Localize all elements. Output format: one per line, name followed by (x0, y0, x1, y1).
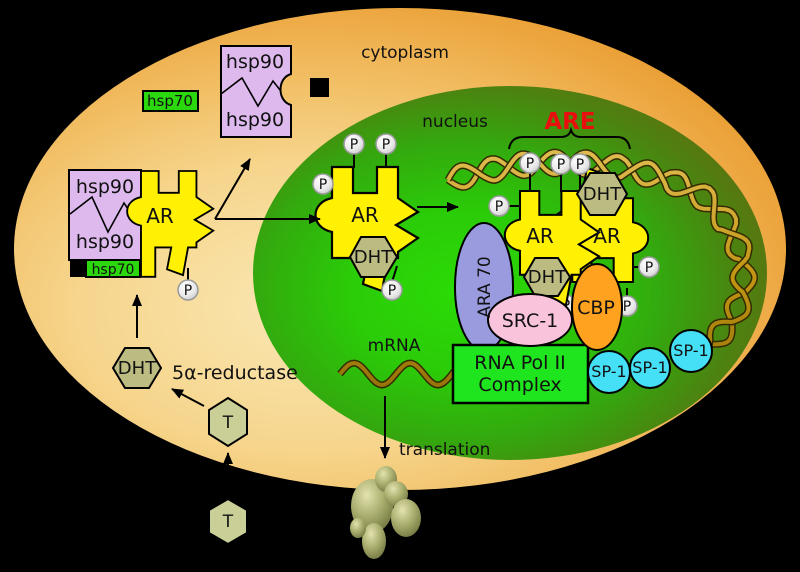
phosphate-circle (381, 279, 403, 301)
hsp70-box (142, 90, 199, 112)
hsp90-zigzag (220, 76, 281, 108)
released-hsp90: hsp90 hsp90 (220, 45, 292, 138)
phosphate-label: P (388, 283, 396, 299)
hsp90-label: hsp90 (226, 109, 284, 131)
hsp90-box (220, 45, 292, 138)
dht-label: DHT (354, 247, 393, 268)
phosphate-label: P (382, 137, 390, 153)
phosphate-circle (375, 133, 397, 155)
src1-label: SRC-1 (502, 310, 559, 332)
t-hexagon (208, 497, 248, 546)
rna-pol-label-line2: Complex (478, 374, 561, 396)
ara70-label: ARA 70 (475, 256, 495, 317)
protein-blob (391, 499, 421, 537)
phosphate-node: P (375, 133, 397, 155)
phosphate-circle (638, 256, 660, 278)
dna-strand-b (446, 150, 752, 363)
phosphate-label: P (526, 156, 534, 172)
phosphate-node: P (312, 173, 334, 195)
black-cofactor (70, 260, 86, 277)
sp1-label: SP-1 (591, 362, 626, 381)
dht-ligand-dimer-top (575, 172, 629, 216)
hsp90-zigzag (69, 195, 131, 234)
phosphate-node: P (638, 256, 660, 278)
sp1-label: SP-1 (673, 341, 708, 360)
phosphate-node: P (550, 153, 572, 175)
hsp70-bar (85, 259, 141, 278)
black-cofactor (310, 78, 329, 97)
phosphate-label: P (645, 260, 653, 276)
phosphate-node: P (343, 133, 365, 155)
dht-label: DHT (528, 267, 567, 288)
phosphate-circle (343, 133, 365, 155)
dht-hexagon (111, 347, 163, 389)
phosphate-label: P (576, 157, 584, 173)
hsp70-label: hsp70 (147, 92, 193, 110)
phosphate-label: P (495, 199, 503, 215)
hsp90-label: hsp90 (76, 176, 134, 198)
phosphate-label: P (350, 137, 358, 153)
hsp90-label: hsp90 (226, 51, 284, 73)
ar-label: AR (146, 204, 174, 228)
dna-double-helix (444, 148, 759, 364)
testosterone-outside: T (208, 497, 248, 546)
cbp-protein (571, 263, 623, 351)
are-brace (508, 126, 631, 150)
cbp-label: CBP (577, 297, 615, 319)
free-hsp70: hsp70 (142, 90, 199, 112)
reductase-label: 5α-reductase (172, 362, 298, 384)
dht-free: DHT (111, 347, 163, 389)
ar-label: AR (526, 224, 554, 248)
translation-label: translation (399, 440, 490, 460)
ar-label: AR (593, 224, 621, 248)
phosphate-node: P (569, 153, 591, 175)
mrna-strand (337, 359, 459, 389)
phosphate-label: P (623, 299, 631, 315)
phosphate-nodes: P P P P P P P P P P (177, 133, 660, 301)
phosphate-circle (312, 173, 334, 195)
phosphate-node: P (488, 195, 510, 217)
ar-label: AR (351, 203, 379, 227)
dht-label: DHT (583, 184, 622, 205)
rna-pol-ii-complex-box (451, 343, 590, 405)
phosphate-node: P (177, 279, 199, 301)
protein-product (350, 466, 421, 559)
t-label: T (222, 413, 234, 433)
mrna-wave (338, 361, 458, 388)
hsp70-label: hsp70 (92, 262, 135, 278)
cytoplasm-label: cytoplasm (361, 43, 449, 63)
src1-protein (487, 293, 573, 347)
dna-strand-a (446, 150, 757, 347)
ar-nuclear: AR DHT (314, 152, 420, 293)
sp1-protein (629, 347, 671, 389)
phosphate-circle (488, 195, 510, 217)
dht-ligand (348, 236, 399, 278)
rna-pol-label-line1: RNA Pol II (474, 352, 565, 374)
sp1-label: SP-1 (632, 358, 667, 377)
mrna-label: mRNA (368, 336, 421, 356)
phosphate-node: P (381, 279, 403, 301)
phosphate-circle (519, 152, 541, 174)
protein-blob (362, 523, 386, 559)
phosphate-label: P (184, 283, 192, 299)
phosphate-node: P (519, 152, 541, 174)
testosterone-inside: T (208, 396, 248, 448)
hsp90-label: hsp90 (76, 231, 134, 253)
dht-label: DHT (118, 358, 157, 379)
phosphate-label: P (557, 157, 565, 173)
phosphate-label: P (319, 177, 327, 193)
arrow-t-to-dht (171, 388, 205, 407)
chaperone-ar-complex: hsp90 hsp90 hsp70 AR (68, 169, 215, 282)
protein-blob (350, 518, 366, 538)
phosphate-circle (177, 279, 199, 301)
arrow-hsp90-release (214, 158, 251, 220)
t-hexagon (208, 396, 248, 448)
nucleus-label: nucleus (422, 112, 488, 132)
phosphate-circle (569, 153, 591, 175)
sp1-protein (669, 329, 713, 373)
t-label: T (222, 512, 234, 532)
